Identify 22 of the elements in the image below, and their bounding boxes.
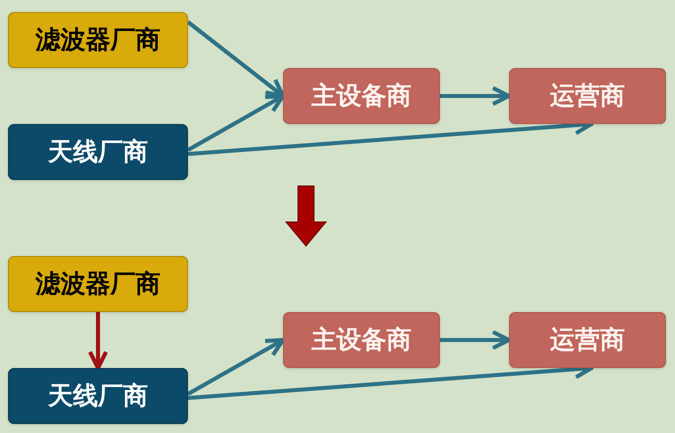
arrow bbox=[187, 94, 285, 152]
supplier-box bbox=[8, 256, 188, 312]
node-label: 运营商 bbox=[550, 80, 625, 112]
supplier-box bbox=[8, 368, 188, 424]
node-label: 主设备商 bbox=[312, 80, 412, 112]
operator-box bbox=[509, 312, 666, 368]
operator-box bbox=[509, 68, 666, 124]
vendor-box bbox=[283, 68, 440, 124]
supplier-box bbox=[8, 124, 188, 180]
node-label: 天线厂商 bbox=[48, 380, 148, 412]
node-label: 滤波器厂商 bbox=[36, 268, 160, 300]
arrow bbox=[187, 338, 285, 396]
node-label: 主设备商 bbox=[312, 324, 412, 356]
arrow bbox=[186, 20, 285, 98]
vendor-box bbox=[283, 312, 440, 368]
arrow bbox=[88, 312, 108, 370]
arrow bbox=[440, 330, 511, 350]
arrow bbox=[440, 86, 511, 106]
node-label: 运营商 bbox=[550, 324, 625, 356]
supplier-box bbox=[8, 12, 188, 68]
node-label: 天线厂商 bbox=[48, 136, 148, 168]
node-label: 滤波器厂商 bbox=[36, 24, 160, 56]
